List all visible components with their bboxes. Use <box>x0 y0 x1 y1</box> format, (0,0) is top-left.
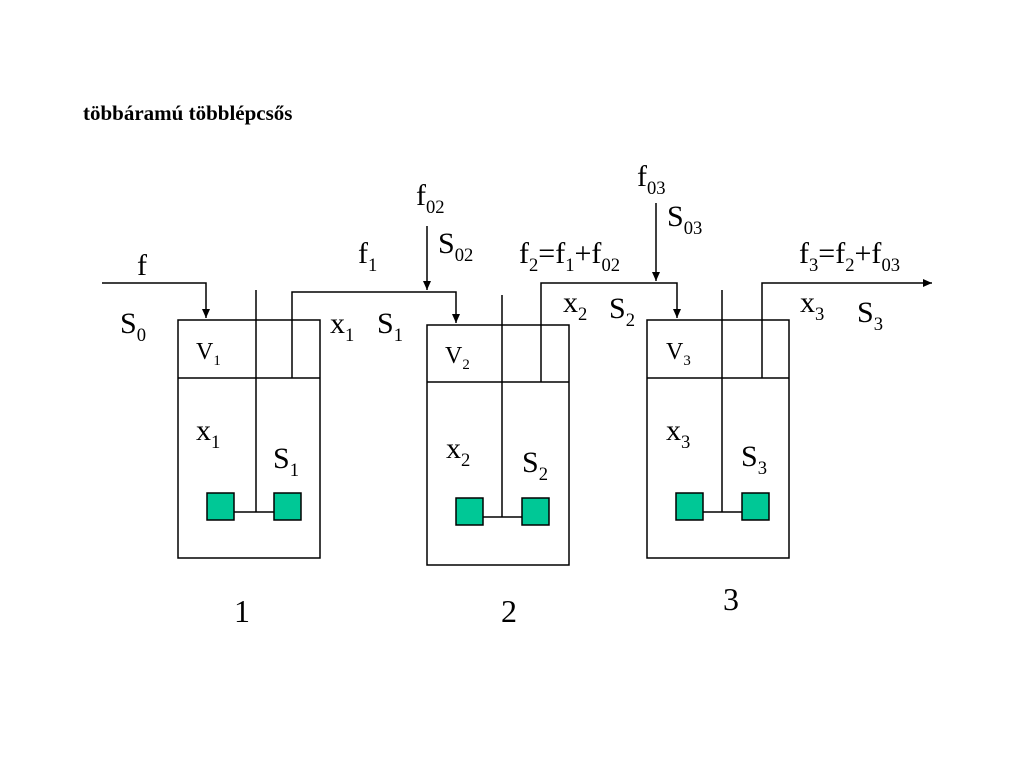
reactor-1-volume-label: V1 <box>196 339 221 369</box>
reactor-1-inside-x-label: x1 <box>196 414 220 453</box>
stream-1-arrow <box>291 291 460 378</box>
stream-3-arrow <box>761 279 932 378</box>
diagram-title: többáramú többlépcsős <box>83 101 292 125</box>
reactor-2-number: 2 <box>501 593 517 629</box>
inflow-f03-label: f03 <box>637 160 666 199</box>
reactor-2-out-s-label: S2 <box>609 292 635 331</box>
stream-2-arrow <box>540 282 681 382</box>
inflow-s03-label: S03 <box>667 200 702 239</box>
feed-arrow <box>102 282 210 318</box>
inflow-f02-label: f02 <box>416 179 445 218</box>
stream-f1-label: f1 <box>358 237 377 276</box>
reactor-3-impeller-right <box>741 492 770 521</box>
feed-f-label: f <box>137 249 147 282</box>
reactor-3-impeller-left <box>675 492 704 521</box>
reactor-3-volume-label: V3 <box>666 339 691 369</box>
reactor-2-out-x-label: x2 <box>563 286 587 325</box>
reactor-3 <box>646 290 790 559</box>
reactor-3-out-s-label: S3 <box>857 296 883 335</box>
reactor-2-volume-label: V2 <box>445 343 470 373</box>
reactor-1-impeller-left <box>206 492 235 521</box>
reactor-1-impeller-right <box>273 492 302 521</box>
stream-f3-equation: f3=f2+f03 <box>799 237 900 276</box>
reactor-1-inside-s-label: S1 <box>273 442 299 481</box>
reactor-1-out-x-label: x1 <box>330 307 354 346</box>
inflow-s02-label: S02 <box>438 227 473 266</box>
reactor-3-number: 3 <box>723 581 739 617</box>
reactor-2-impeller-right <box>521 497 550 526</box>
feed-s0-label: S0 <box>120 307 146 346</box>
reactor-3-inside-s-label: S3 <box>741 440 767 479</box>
reactor-3-out-x-label: x3 <box>800 286 824 325</box>
reactor-2-inside-x-label: x2 <box>446 432 470 471</box>
reactor-1 <box>177 290 321 559</box>
reactor-3-inside-x-label: x3 <box>666 414 690 453</box>
reactor-2-inside-s-label: S2 <box>522 446 548 485</box>
reactor-2 <box>426 295 570 566</box>
reactor-2-impeller-left <box>455 497 484 526</box>
stream-f2-equation: f2=f1+f02 <box>519 237 620 276</box>
reactor-1-number: 1 <box>234 593 250 629</box>
reactor-1-out-s-label: S1 <box>377 307 403 346</box>
